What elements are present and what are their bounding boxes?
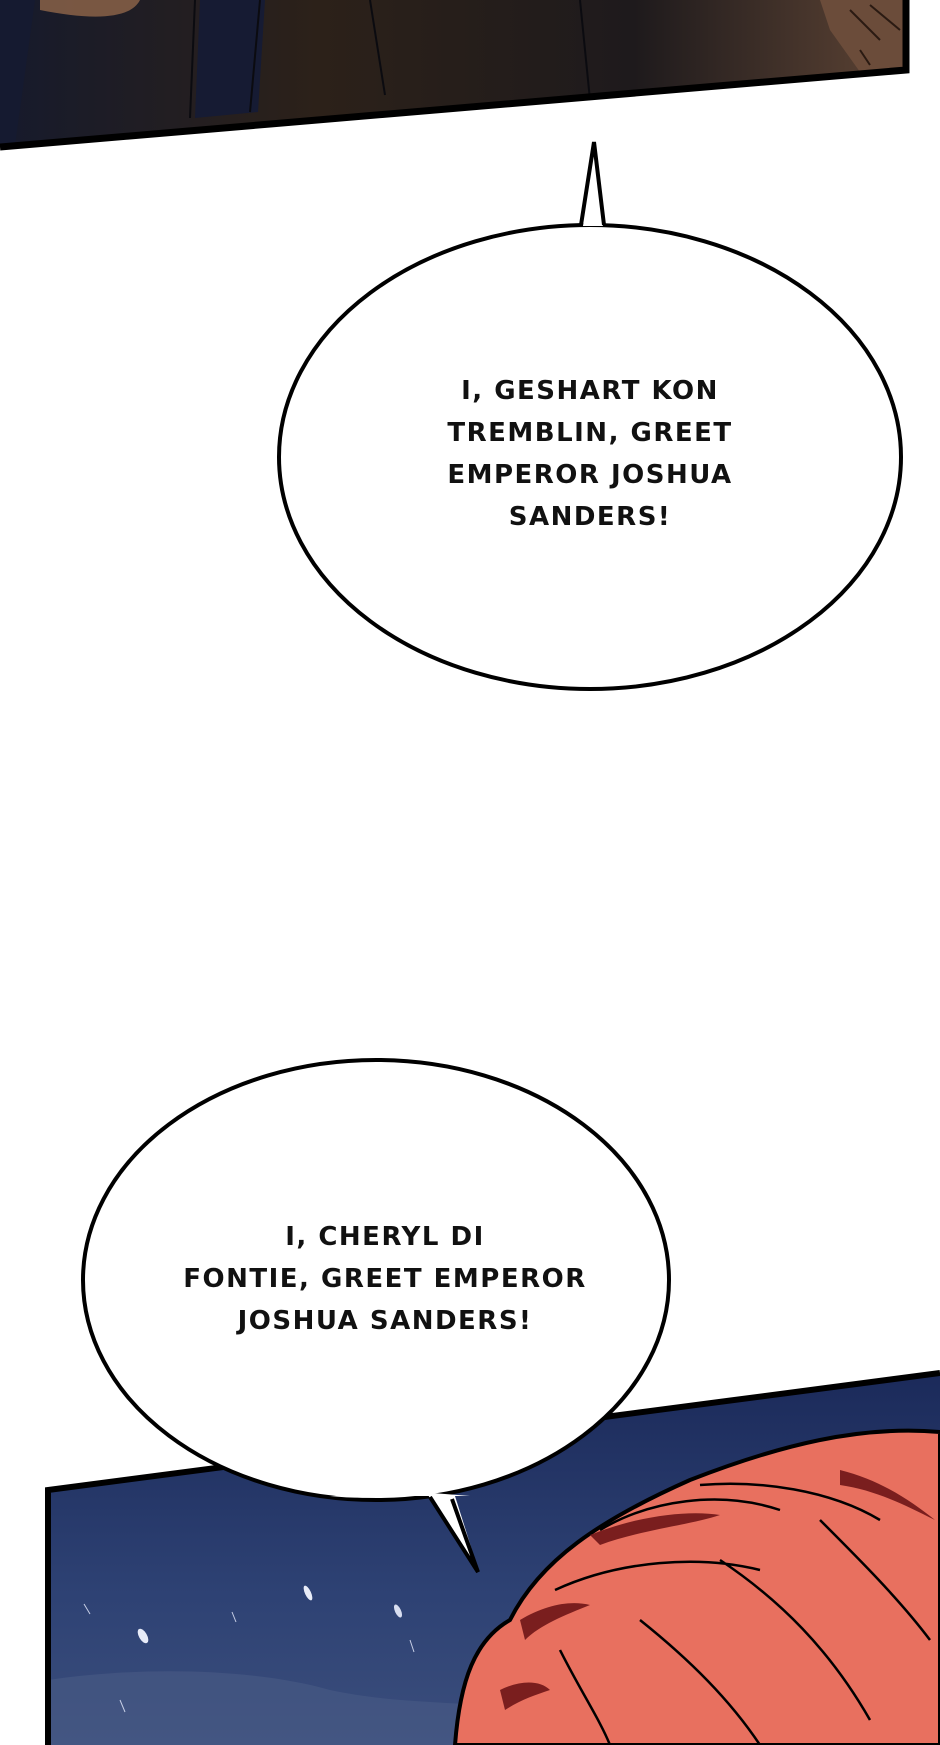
bubble-2-line: I, CHERYL DI	[285, 1222, 485, 1252]
bubble-1-text: I, GESHART KON TREMBLIN, GREET EMPEROR J…	[420, 370, 760, 538]
bubble-1-line: I, GESHART KON	[461, 376, 719, 406]
speech-bubble-2	[81, 1058, 671, 1574]
bubble-2-line: FONTIE, GREET EMPEROR	[183, 1264, 587, 1294]
bubble-2-text: I, CHERYL DI FONTIE, GREET EMPEROR JOSHU…	[175, 1216, 595, 1342]
bubble-1-line: TREMBLIN, GREET	[447, 418, 733, 448]
top-panel	[0, 0, 910, 151]
bubble-1-line: SANDERS!	[508, 502, 672, 532]
bubble-1-line: EMPEROR JOSHUA	[447, 460, 733, 490]
speech-bubble-1	[277, 141, 903, 691]
bubble-2-line: JOSHUA SANDERS!	[237, 1306, 533, 1336]
